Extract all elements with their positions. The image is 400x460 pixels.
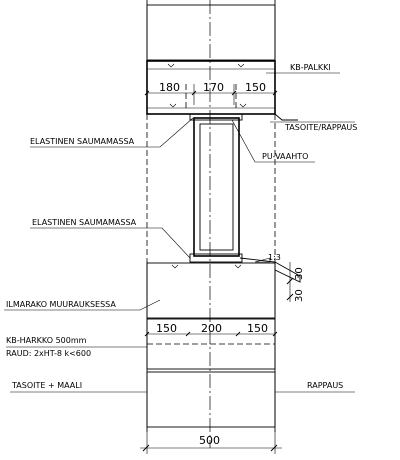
sill-mortar-marks [171,264,242,269]
upper-wall-block [146,4,276,61]
width-dim-ticks [142,444,278,452]
beam-base-mark [147,103,275,109]
raud-label: RAUD: 2xHT-8 k<600 [6,349,91,358]
rappaus-label: RAPPAUS [307,381,343,390]
window-frame-inner [199,123,234,251]
palkki-dim-3: 150 [245,81,266,94]
pu-vaahto-leader [231,119,315,163]
kb-harkko-label: KB-HARKKO 500mm [6,336,87,345]
harkko-dim-1: 150 [156,322,177,335]
slope-label: 1:3 [268,253,281,262]
slope-triangle [254,257,271,263]
elastinen-top-leader [30,117,194,148]
sill-dim-ticks [286,277,294,301]
elastinen-bottom-label: ELASTINEN SAUMAMASSA [32,218,137,227]
sill-dim-30-bottom: 30 [294,289,305,302]
window-frame [193,117,240,257]
harkko-dim-ticks [144,331,278,337]
window-head-piece [189,113,243,121]
beam-mortar-mark-1 [167,63,245,68]
lower-wall-block-1 [146,262,276,319]
elastinen-top-label: ELASTINEN SAUMAMASSA [30,137,135,146]
tasoite-maali-label: TASOITE + MAALI [11,381,82,390]
elastinen-bottom-leader [30,227,191,259]
palkki-dim-1: 180 [159,81,180,94]
sill-dim-30-top: 30 [294,267,305,280]
tasoite-rappaus-label: TASOITE/RAPPAUS [284,123,357,132]
pu-vaahto-label: PU-VAAHTO [262,152,308,161]
harkko-dim-2: 200 [201,322,222,335]
lower-wall-block-3 [146,371,276,428]
palkki-dim-2: 170 [203,81,224,94]
ilmarako-label: ILMARAKO MUURAUKSESSA [6,300,116,309]
harkko-dim-3: 150 [247,322,268,335]
tasoite-upper-flashing [240,113,298,121]
ilmarako-leader [4,299,161,311]
wall-width-dim: 500 [199,434,220,447]
exterior-sill-flashing [239,257,301,283]
kb-palkki-label: KB-PALKKI [290,63,331,72]
